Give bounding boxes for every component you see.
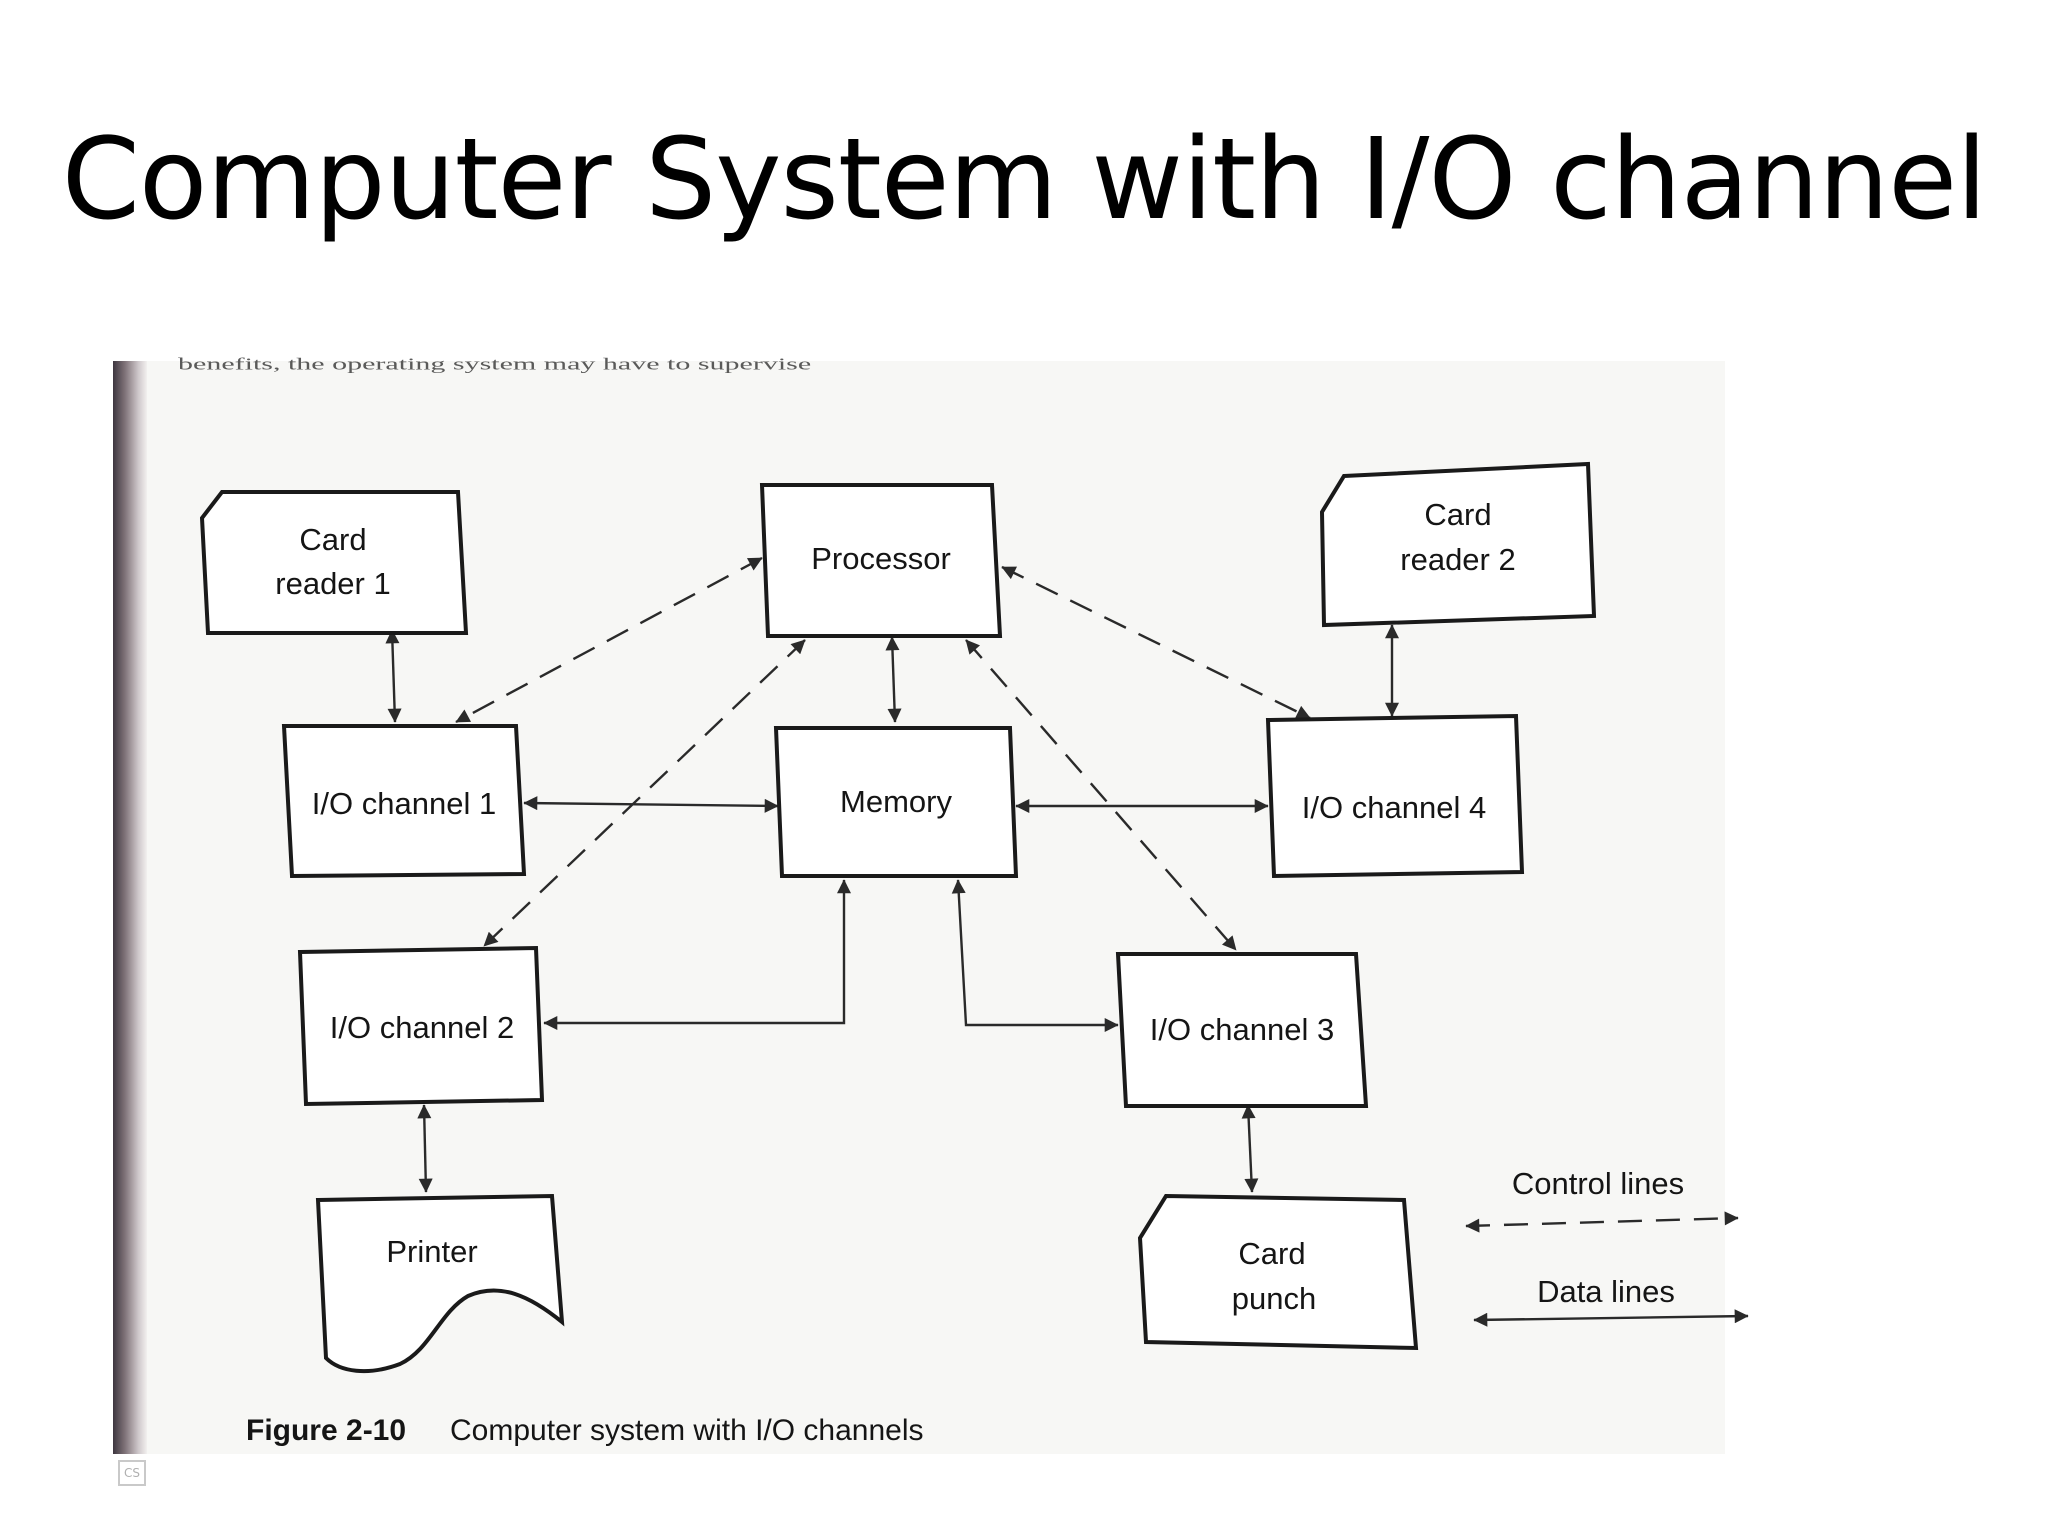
data-line-ioch3-cardpunch [1241, 1104, 1259, 1193]
card-reader-2-label-line2: reader 2 [1400, 542, 1515, 577]
data-line-ioch1-memory [523, 796, 779, 813]
io-channel-4-node: I/O channel 4 [1265, 713, 1525, 879]
data-line-memory-ioch3 [951, 879, 1119, 1032]
legend-data-line-sample [1473, 1309, 1749, 1327]
card-reader-2-node: Card reader 2 [1319, 461, 1597, 628]
io-channel-1-node: I/O channel 1 [281, 724, 527, 879]
control-line-processor-ioch2 [483, 639, 806, 947]
card-reader-1-node: Card reader 1 [199, 490, 469, 635]
legend-data-lines-label: Data lines [1537, 1274, 1675, 1309]
io-channel-4-label: I/O channel 4 [1302, 790, 1486, 825]
data-line-ioch2-memory [543, 879, 851, 1030]
figure-number: Figure 2-10 [246, 1414, 406, 1447]
io-channel-1-label: I/O channel 1 [312, 786, 496, 821]
card-reader-1-label-line1: Card [299, 522, 366, 557]
memory-node: Memory [773, 726, 1019, 878]
io-channel-2-label: I/O channel 2 [330, 1010, 514, 1045]
control-line-processor-ioch4 [1001, 565, 1311, 720]
figure-caption-text: Computer system with I/O channels [450, 1414, 924, 1447]
printer-node: Printer [315, 1193, 565, 1374]
data-line-cardreader1-ioch1 [385, 629, 402, 723]
control-lines [455, 556, 1311, 951]
legend-control-line-sample [1465, 1211, 1739, 1233]
cut-off-book-text: benefits, the operating system may have … [178, 355, 812, 374]
printer-label: Printer [386, 1234, 477, 1269]
card-punch-label-line2: punch [1232, 1281, 1316, 1316]
io-channel-3-node: I/O channel 3 [1115, 952, 1369, 1108]
card-punch-node: Card punch [1137, 1193, 1419, 1351]
card-punch-label-line1: Card [1238, 1236, 1305, 1271]
data-line-ioch2-printer [417, 1104, 433, 1193]
control-line-processor-ioch3 [965, 639, 1237, 951]
data-line-processor-memory [885, 636, 902, 723]
legend-control-lines-label: Control lines [1512, 1166, 1684, 1201]
control-line-processor-ioch1 [455, 556, 763, 724]
io-channel-2-node: I/O channel 2 [297, 945, 545, 1107]
cc-logo-icon: CS [118, 1460, 146, 1486]
figure-caption: Figure 2-10 Computer system with I/O cha… [246, 1414, 924, 1447]
io-channel-3-label: I/O channel 3 [1150, 1012, 1334, 1047]
processor-label: Processor [811, 541, 951, 576]
card-reader-2-label-line1: Card [1424, 497, 1491, 532]
legend: Control lines Data lines [1465, 1166, 1749, 1327]
processor-node: Processor [759, 483, 1003, 638]
memory-label: Memory [840, 784, 952, 819]
card-reader-1-label-line2: reader 1 [275, 566, 390, 601]
book-binding-shadow [113, 361, 147, 1454]
slide-title: Computer System with I/O channel [61, 115, 1988, 245]
